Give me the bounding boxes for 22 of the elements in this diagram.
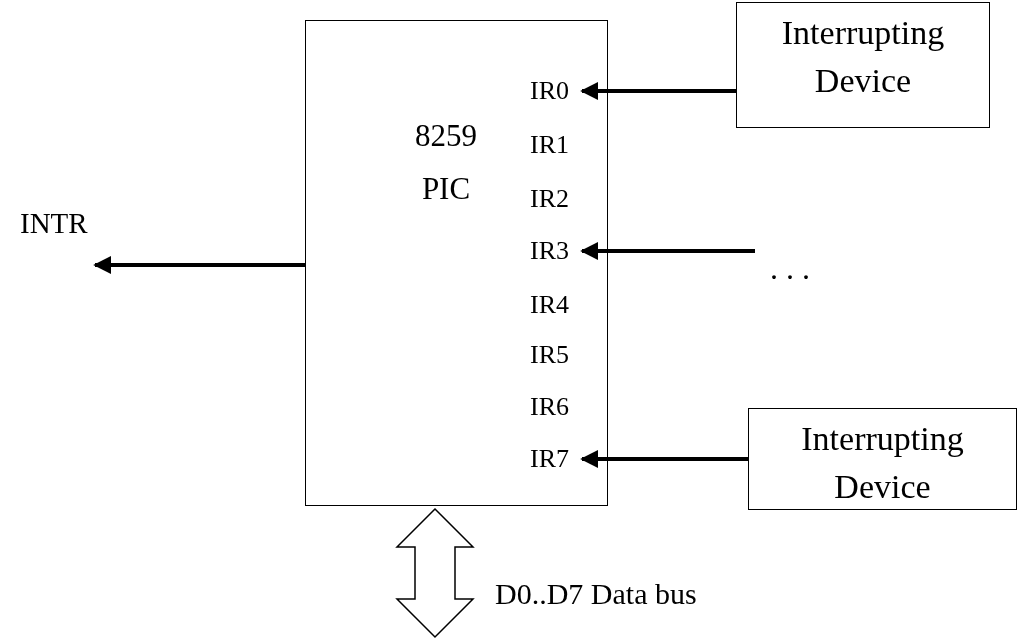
ellipsis-text: . . .: [770, 250, 810, 287]
arrow: [580, 450, 748, 468]
edge-label: D0..D7 Data bus: [495, 577, 697, 611]
edge-label: INTR: [20, 207, 88, 240]
arrow: [580, 242, 755, 260]
pin-label: IR4: [530, 285, 580, 325]
pin-label: IR3: [530, 231, 580, 271]
pin-label: IR1: [530, 125, 580, 165]
arrow: [580, 82, 736, 100]
bus-arrow: [395, 507, 475, 639]
pin-label: IR7: [530, 439, 580, 479]
arrow: [93, 256, 305, 274]
device-box: [736, 2, 990, 128]
pin-label: IR0: [530, 71, 580, 111]
device-box: [748, 408, 1017, 510]
box-text: 8259 PIC: [414, 117, 478, 208]
pin-label: IR2: [530, 179, 580, 219]
box-text: Interrupting Device: [780, 13, 946, 101]
pin-label: IR5: [530, 335, 580, 375]
pin-label: IR6: [530, 387, 580, 427]
chip-box: [305, 20, 608, 506]
box-text: Interrupting Device: [800, 419, 965, 507]
